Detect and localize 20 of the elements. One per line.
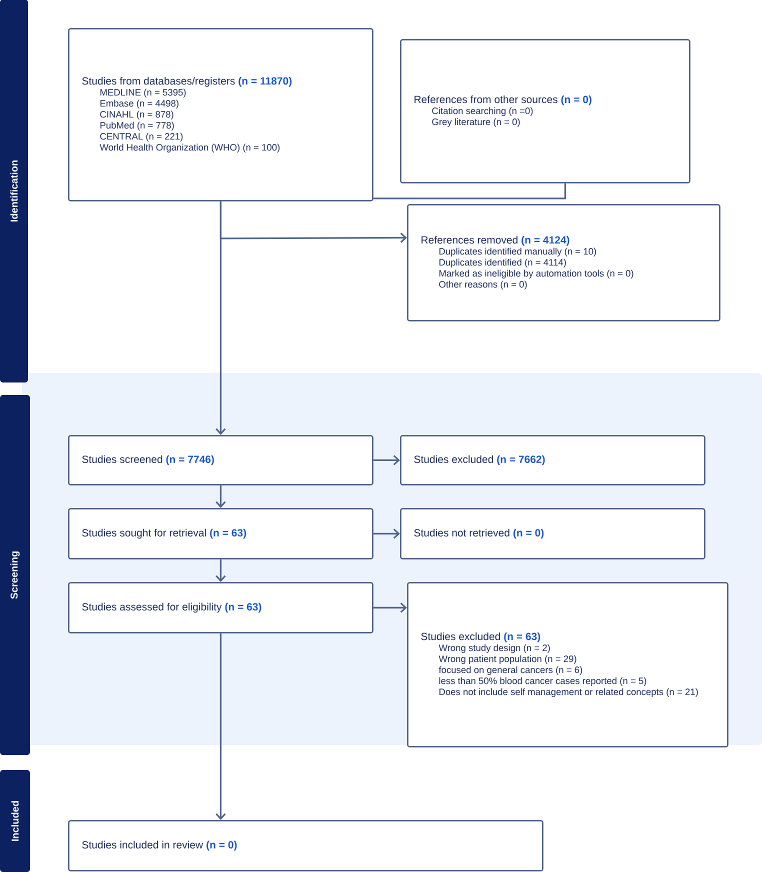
process-box: Studies screened (n = 7746) xyxy=(68,435,374,486)
process-box: References removed (n = 4124) Duplicates identified manually (n = 10) Duplicates identified (n = 4114) Marked as ineligible by automation tools (n = 0) Other reasons (n = 0) xyxy=(407,204,720,322)
phase-band: Identification xyxy=(0,0,28,382)
arrow xyxy=(216,201,226,435)
arrow xyxy=(216,559,226,582)
arrow xyxy=(216,633,226,820)
process-box: Studies excluded (n = 63) Wrong study design (n = 2) Wrong patient population (n = 29) focused on general cancers (n = 6) less than 50% blood cancer cases reported (n = 5) Does not include self management or related concepts (n = 21) xyxy=(407,582,728,748)
process-box: Studies sought for retrieval (n = 63) xyxy=(68,508,374,560)
phase-band: Included xyxy=(0,770,30,872)
arrow xyxy=(373,602,407,613)
process-box: Studies assessed for eligibility (n = 63) xyxy=(68,582,374,634)
arrow xyxy=(216,485,226,508)
process-box: Studies excluded (n = 7662) xyxy=(400,435,706,486)
arrow xyxy=(373,528,400,539)
arrow xyxy=(373,455,400,466)
phase-band: Screening xyxy=(0,395,30,755)
process-box: Studies not retrieved (n = 0) xyxy=(400,508,706,560)
process-box: Studies included in review (n = 0) xyxy=(68,820,544,872)
process-box: Studies from databases/registers (n = 11870) MEDLINE (n = 5395) Embase (n = 4498) CINAHL (n = 878) PubMed (n = 778) CENTRAL (n = 221) World Health Organization (WHO) (n = 100) xyxy=(68,28,374,202)
process-box: References from other sources (n = 0) Citation searching (n =0) Grey literature (n = 0) xyxy=(400,39,690,184)
